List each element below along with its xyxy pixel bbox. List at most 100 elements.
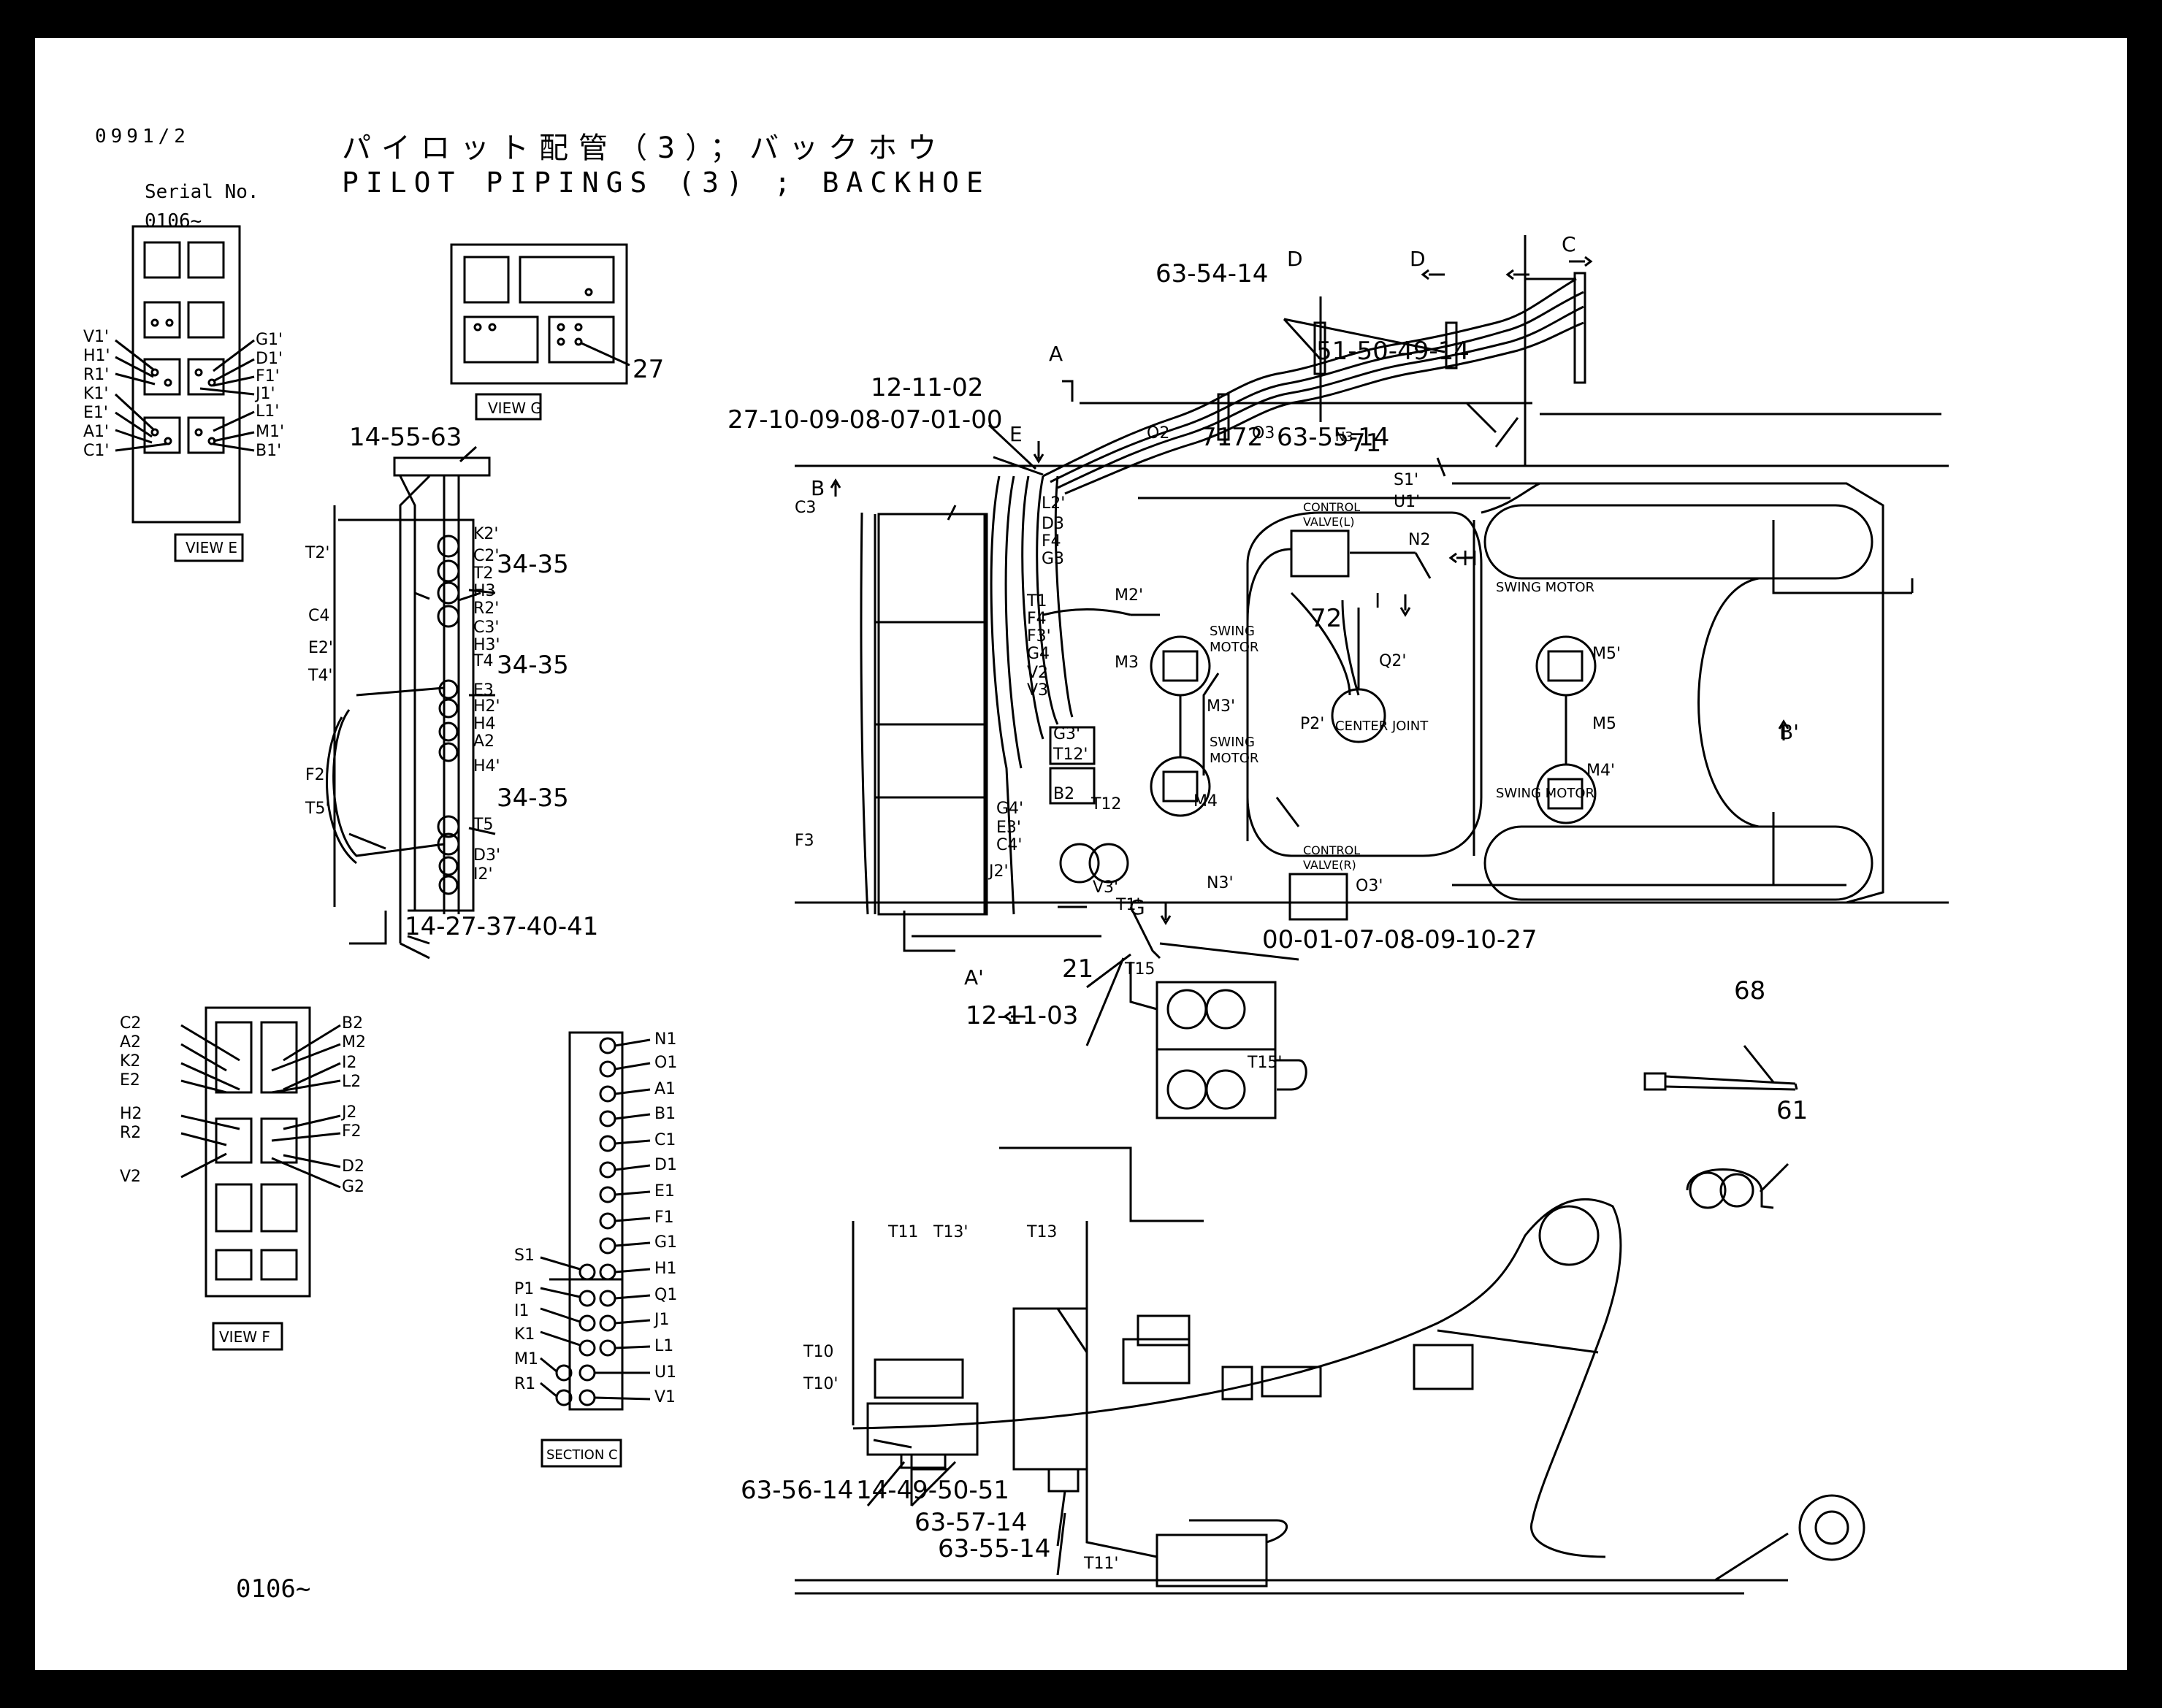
port-label: E3' <box>996 819 1021 837</box>
control-valve-l-label: CONTROL <box>1303 500 1360 514</box>
swing-motor-label: SWING <box>1210 735 1255 750</box>
hose-bracket-assembly <box>326 456 491 960</box>
section-c-port: B1 <box>654 1105 676 1123</box>
port-label: G3 <box>1042 550 1064 568</box>
view-e-port: E1' <box>83 404 108 422</box>
section-c-port: Q1 <box>654 1286 677 1304</box>
serial-range: 0106~ <box>145 210 202 232</box>
view-arrow-label: B <box>811 476 825 500</box>
port-label: T15' <box>1247 1054 1282 1072</box>
part-number: 34-35 <box>497 651 569 680</box>
section-c-port: A1 <box>654 1080 676 1098</box>
view-arrow-label: H <box>1462 546 1478 570</box>
port-label: D3 <box>1042 515 1064 533</box>
port-label: C4 <box>308 607 329 625</box>
port-label: L2' <box>1042 494 1065 513</box>
view-e-port: G1' <box>256 331 283 349</box>
part-number: 14-49-50-51 <box>856 1476 1009 1505</box>
view-e-port: J1' <box>254 385 275 403</box>
control-valve-l-label: VALVE(L) <box>1303 515 1354 529</box>
part-number: 72 <box>1231 423 1263 452</box>
part-number: 34-35 <box>497 550 569 579</box>
title-english: PILOT PIPINGS (3) ; BACKHOE <box>342 166 990 199</box>
serial-label: Serial No. <box>145 181 259 203</box>
view-f-label: VIEW F <box>219 1328 270 1346</box>
port-label: C3 <box>795 499 816 517</box>
port-label: T1 <box>1026 592 1047 610</box>
section-c-port: C1 <box>654 1131 676 1149</box>
view-arrow-label: A <box>1049 342 1063 366</box>
section-c-port: O1 <box>654 1054 677 1072</box>
port-label: M3' <box>1207 697 1235 716</box>
view-arrow-label: B' <box>1779 720 1799 744</box>
port-label: T10' <box>803 1375 838 1393</box>
part-number: 61 <box>1776 1096 1808 1125</box>
port-label: T5' <box>305 800 329 818</box>
t15-valve-block <box>1129 962 1307 1119</box>
view-e-port: F1' <box>256 367 280 386</box>
view-e-port: A1' <box>83 423 109 441</box>
swing-motor-label: MOTOR <box>1210 751 1258 766</box>
section-c-port: F1 <box>654 1209 674 1227</box>
port-label: T4' <box>308 667 332 685</box>
part-number: 51-50-49-14 <box>1316 337 1470 366</box>
center-joint-label: CENTER JOINT <box>1335 719 1429 734</box>
section-c-port: K1 <box>514 1325 535 1344</box>
footer-serial: 0106~ <box>236 1574 311 1604</box>
port-label: H3 <box>473 582 496 600</box>
cable-tie-68 <box>1643 1045 1798 1091</box>
section-c-port: H1 <box>654 1260 677 1278</box>
port-label: C2' <box>473 547 499 565</box>
port-label: V3' <box>1093 878 1118 897</box>
view-f-port: D2 <box>342 1157 364 1176</box>
part-number: 63-55-14 <box>1277 423 1389 452</box>
port-label: O3 <box>1252 424 1275 443</box>
part-number: 63-57-14 <box>914 1508 1027 1537</box>
view-e-port: K1' <box>83 385 108 403</box>
port-label: G4 <box>1027 645 1050 663</box>
port-label: F3 <box>795 832 814 850</box>
section-c-port: S1 <box>514 1246 535 1265</box>
hose-route-main <box>1042 272 1586 960</box>
view-e-panel <box>114 225 255 562</box>
view-arrow-label: G <box>1129 895 1145 919</box>
port-label: H4' <box>473 757 500 776</box>
drawing-sheet: 0991/2 Serial No. 0106~ パイロット配管（3）；バックホウ… <box>35 38 2127 1670</box>
view-arrow-label: I <box>1375 589 1380 613</box>
port-label: T5 <box>473 816 493 834</box>
port-label: V2 <box>1027 664 1048 682</box>
port-label: J2' <box>988 862 1009 881</box>
view-g-panel <box>450 243 630 421</box>
view-e-port: C1' <box>83 442 109 460</box>
part-number: 72 <box>1310 604 1342 633</box>
port-label: F4 <box>1027 610 1047 628</box>
part-number: 21 <box>1062 954 1093 984</box>
part-number: 34-35 <box>497 784 569 813</box>
port-label: A2 <box>473 732 494 751</box>
section-c-port: P1 <box>514 1280 534 1298</box>
boom-structure <box>795 1146 1865 1595</box>
swing-motor-label: MOTOR <box>1210 640 1258 655</box>
control-valve-r-box <box>1288 873 1348 921</box>
view-arrow-label: D <box>1287 247 1303 271</box>
center-joint-symbol <box>1290 591 1386 743</box>
part-number: 27-10-09-08-07-01-00 <box>727 405 1002 434</box>
port-label: H2' <box>473 697 500 716</box>
part-number: 12-11-02 <box>871 373 983 402</box>
control-valve-l-box <box>1290 529 1350 578</box>
view-e-port: B1' <box>256 442 281 460</box>
port-label: M5 <box>1592 715 1616 733</box>
section-c-panel <box>540 1031 651 1468</box>
port-label: G3' <box>1053 725 1080 743</box>
view-g-label: VIEW G <box>488 399 542 417</box>
section-c-port: R1 <box>514 1375 535 1393</box>
port-label: T12' <box>1053 746 1088 764</box>
part-number: 12-11-03 <box>966 1001 1078 1030</box>
port-label: T12 <box>1090 795 1121 813</box>
port-label: N2 <box>1408 531 1430 549</box>
section-c-port: V1 <box>654 1388 676 1406</box>
port-label: C3' <box>473 619 499 637</box>
view-f-port: E2 <box>120 1071 140 1089</box>
port-label: F4 <box>1042 532 1061 551</box>
port-label: B2 <box>1053 785 1074 803</box>
